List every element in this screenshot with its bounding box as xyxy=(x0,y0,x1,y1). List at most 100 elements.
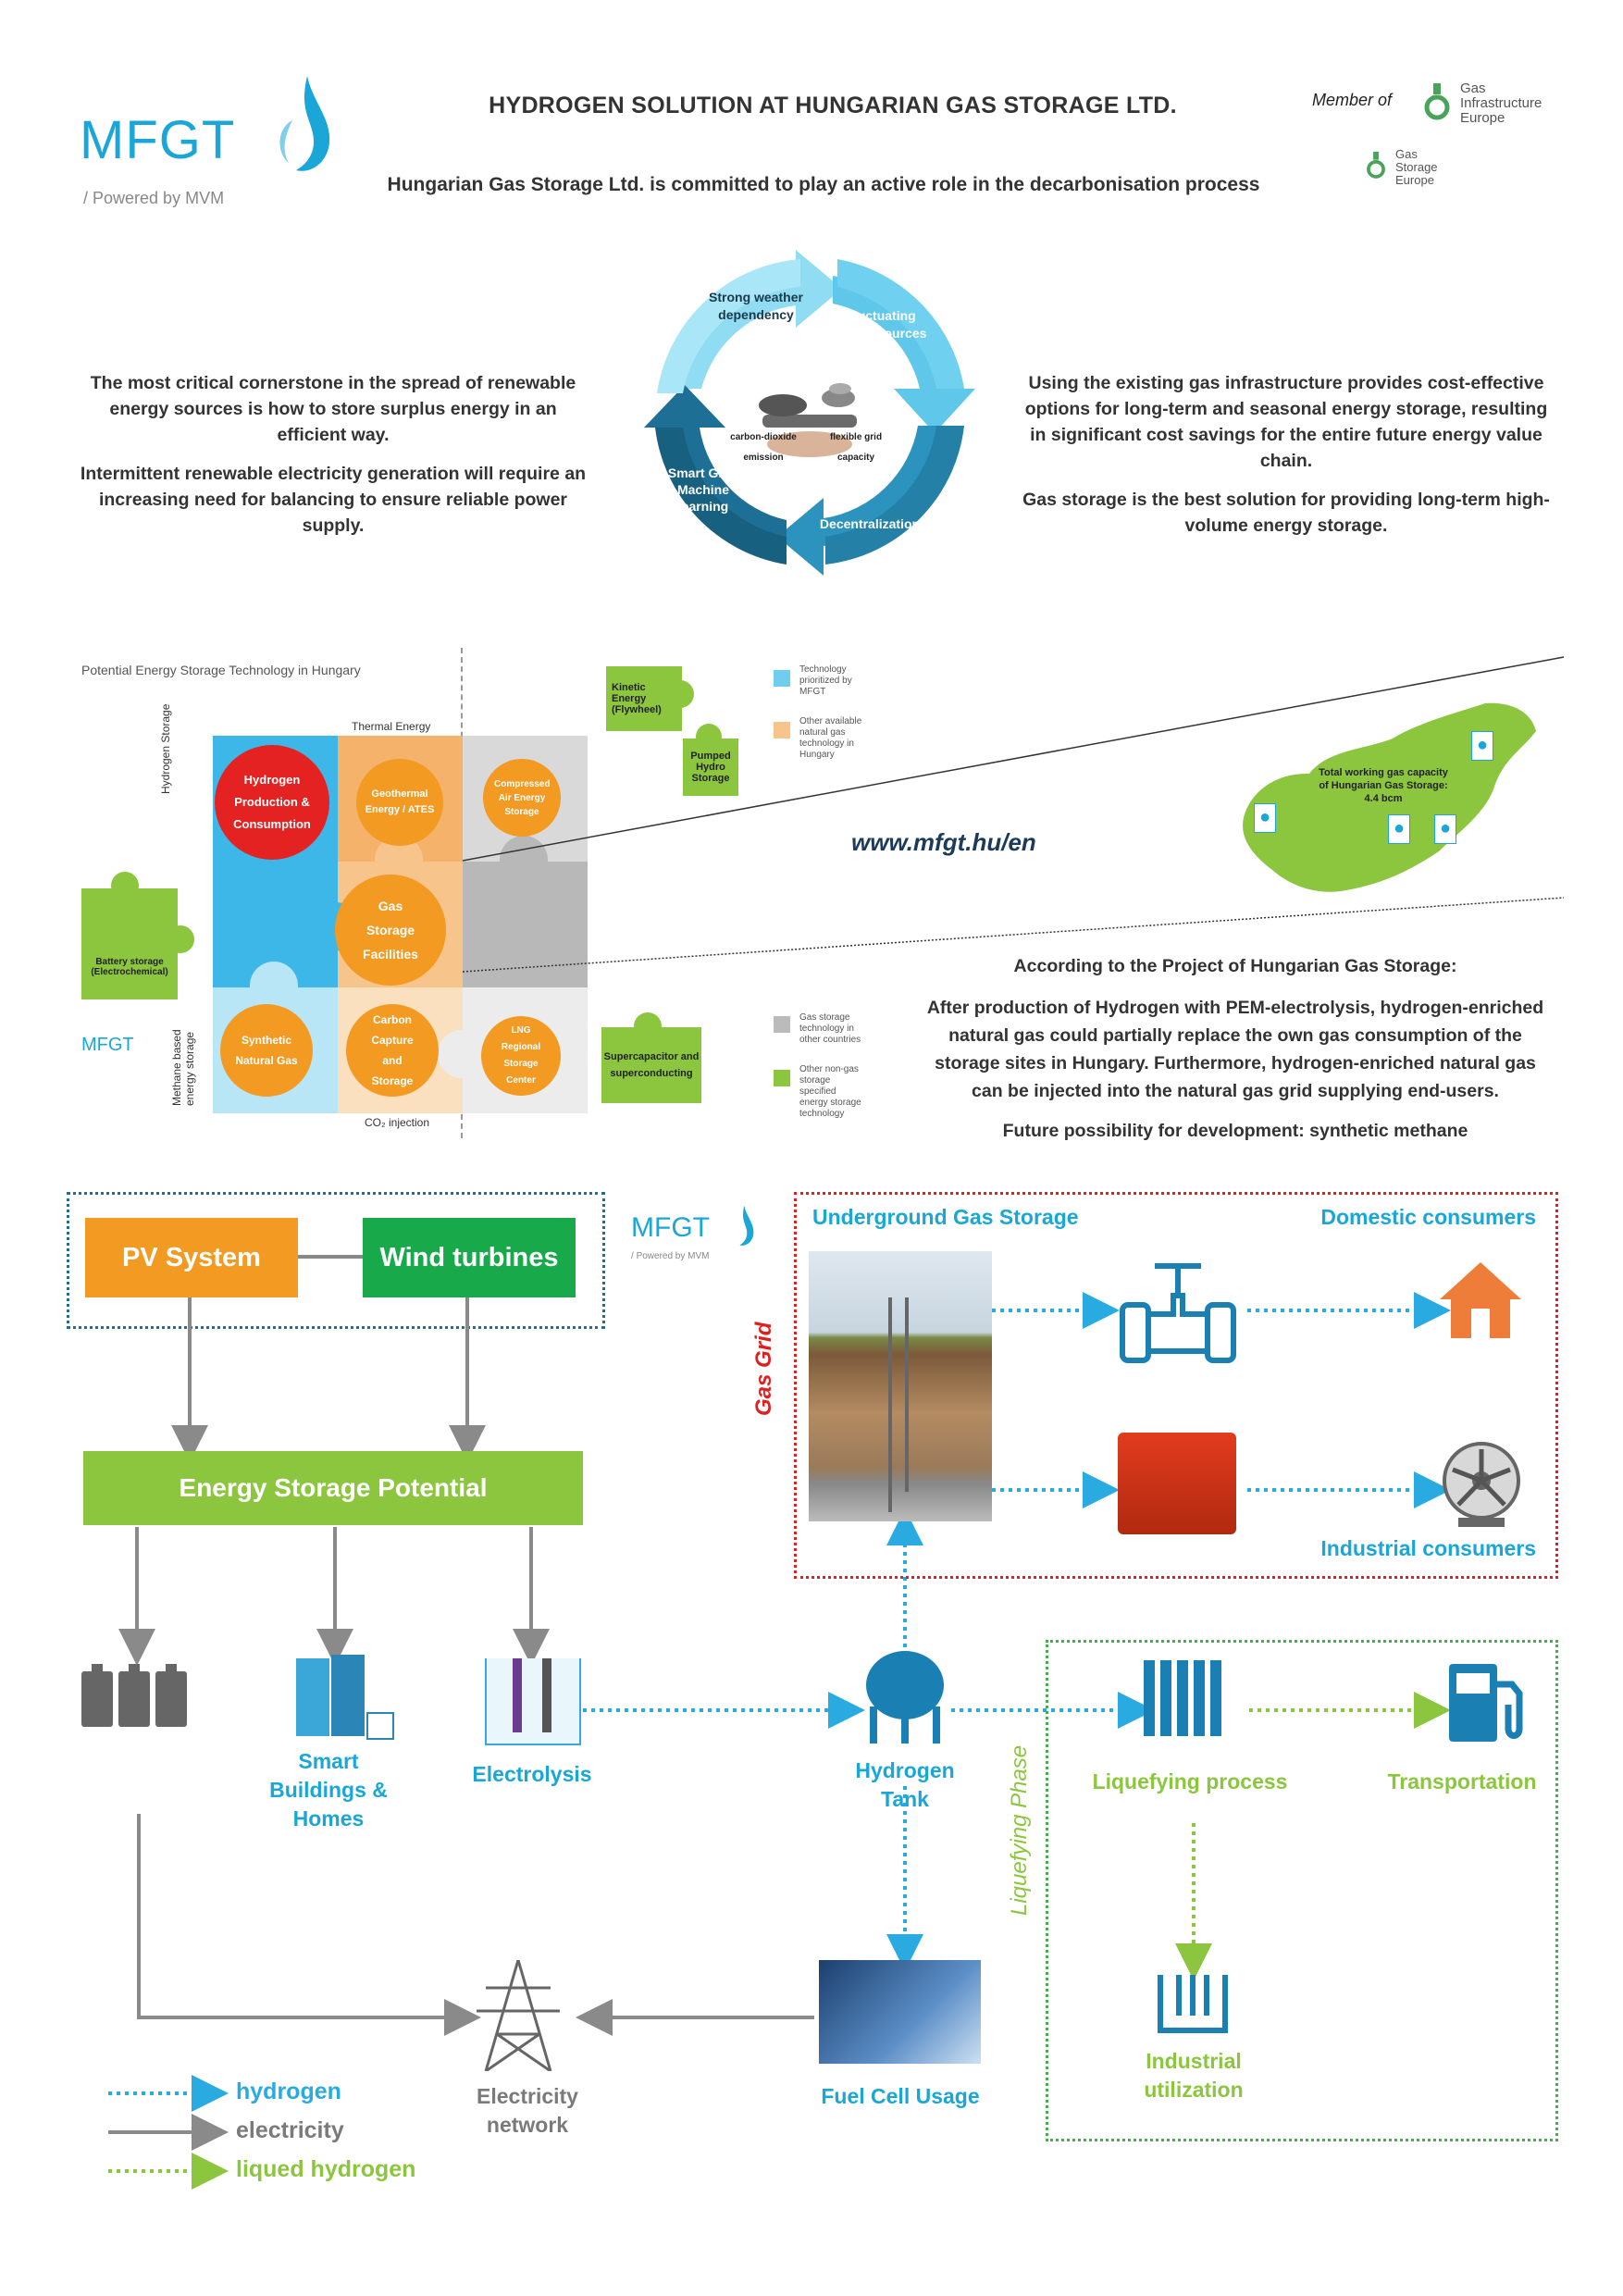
intro-left-p1: The most critical cornerstone in the spr… xyxy=(90,373,576,445)
fuel-cell-label: Fuel Cell Usage xyxy=(821,2084,980,2108)
valve-icon xyxy=(1120,1263,1236,1363)
cycle-segment-smartgrid xyxy=(644,385,787,548)
turbine-icon xyxy=(1443,1442,1520,1527)
gas-grid-label: Gas Grid xyxy=(751,1322,776,1416)
map-drop-icon-1: ● xyxy=(1471,731,1493,761)
gie-icon xyxy=(1424,83,1450,120)
small-drop-icon xyxy=(739,1205,754,1246)
house-icon xyxy=(1440,1262,1521,1338)
domestic-consumers-label: Domestic consumers xyxy=(1320,1205,1536,1229)
industrial-utilization-icon xyxy=(1158,1975,1228,2033)
page-title: HYDROGEN SOLUTION AT HUNGARIAN GAS STORA… xyxy=(489,93,1177,118)
liquefying-box xyxy=(1046,1640,1558,2141)
website-url[interactable]: www.mfgt.hu/en xyxy=(851,828,1036,856)
legend-liquid-label: liqued hydrogen xyxy=(236,2156,416,2182)
circle-ccs: Carbon Capture and Storage xyxy=(346,1004,439,1097)
cycle-label-decentralization: Decentralization xyxy=(819,516,921,531)
puzzle-mfgt-small: MFGT xyxy=(81,1035,134,1055)
ugs-image xyxy=(809,1251,992,1521)
renewables-box xyxy=(67,1192,605,1329)
cycle-label-power: Fluctuating power sources xyxy=(835,308,927,341)
gse-logo: Gas Storage Europe xyxy=(1366,148,1477,199)
piece-supercapacitor: Supercapacitor and superconducting xyxy=(601,1027,701,1103)
intro-left: The most critical cornerstone in the spr… xyxy=(74,370,592,539)
cycle-label-smartgrid: Smart Grid, Machine learning xyxy=(667,465,739,514)
industrial-utilization-label: Industrial utilization xyxy=(1144,2049,1244,2102)
gie-logo: Gas Infrastructure Europe xyxy=(1423,80,1571,135)
gie-line-3: Europe xyxy=(1460,110,1505,126)
intro-right-p1: Using the existing gas infrastructure pr… xyxy=(1024,373,1548,471)
electricity-pylon-icon xyxy=(477,1960,560,2071)
intro-right: Using the existing gas infrastructure pr… xyxy=(1018,370,1555,539)
map-capacity-text: Total working gas capacity of Hungarian … xyxy=(1319,767,1448,804)
gse-line-3: Europe xyxy=(1395,173,1434,187)
gse-icon xyxy=(1367,151,1385,179)
mfgt-logo: MFGT / Powered by MVM xyxy=(74,74,342,222)
electrolysis-label: Electrolysis xyxy=(472,1762,592,1786)
circle-lng: LNG Regional Storage Center xyxy=(481,1016,561,1096)
liquefying-process-label: Liquefying process xyxy=(1092,1769,1288,1793)
co2-injection-label: CO₂ injection xyxy=(365,1116,430,1129)
hungary-map xyxy=(1243,702,1536,892)
project-future: Future possibility for development: synt… xyxy=(1002,1121,1468,1141)
member-of-label: Member of xyxy=(1312,91,1393,109)
engine-image xyxy=(1118,1433,1236,1534)
cycle-arrows xyxy=(644,250,975,576)
thermal-energy-label: Thermal Energy xyxy=(352,720,431,733)
smart-buildings-label: Smart Buildings & Homes xyxy=(269,1749,388,1831)
project-block: According to the Project of Hungarian Ga… xyxy=(921,953,1550,1144)
energy-storage-potential-box: Energy Storage Potential xyxy=(83,1451,583,1525)
project-body: After production of Hydrogen with PEM-el… xyxy=(926,998,1544,1101)
cycle-segment-decentralization xyxy=(777,426,946,576)
circle-geothermal: Geothermal Energy / ATES xyxy=(356,759,443,846)
legend-hydrogen-label: hydrogen xyxy=(236,2079,341,2104)
cycle-segment-power xyxy=(833,276,975,433)
cycle-center-right: flexible grid capacity xyxy=(829,432,883,463)
liquefying-icon xyxy=(1144,1660,1233,1736)
legend-electricity-label: electricity xyxy=(236,2117,344,2143)
intro-right-p2: Gas storage is the best solution for pro… xyxy=(1022,490,1550,536)
zoom-lines xyxy=(462,656,1565,973)
fuel-cell-image xyxy=(819,1960,981,2064)
circle-gas-storage: Gas Storage Facilities xyxy=(335,875,446,986)
water-drop-icon xyxy=(279,76,330,171)
legend-swatch-gray xyxy=(774,1016,790,1033)
mfgt-logo-small: MFGT / Powered by MVM xyxy=(631,1203,770,1268)
ugs-label: Underground Gas Storage xyxy=(812,1205,1079,1229)
gie-line-2: Infrastructure xyxy=(1460,95,1542,111)
map-drop-icon-4: ● xyxy=(1434,814,1456,844)
legend-swatch-orange xyxy=(774,722,790,738)
fuel-pump-icon xyxy=(1449,1664,1523,1742)
logo-wordmark: MFGT xyxy=(80,110,236,170)
electricity-network-label: Electricity network xyxy=(477,2084,578,2137)
hydrogen-tank-label: Hydrogen Tank xyxy=(855,1758,955,1811)
gse-line-1: Gas xyxy=(1395,147,1418,161)
circle-hydrogen-production: Hydrogen Production & Consumption xyxy=(215,745,329,860)
wind-turbines-box: Wind turbines xyxy=(363,1218,576,1297)
cycle-diagram: Strong weather dependency Fluctuating po… xyxy=(620,231,999,620)
map-drop-icon-3: ● xyxy=(1388,814,1410,844)
intro-left-p2: Intermittent renewable electricity gener… xyxy=(80,464,587,536)
gas-grid-box xyxy=(794,1192,1558,1579)
electrolysis-icon xyxy=(485,1658,581,1745)
hydrogen-tank-icon xyxy=(861,1651,949,1744)
puzzle-title: Potential Energy Storage Technology in H… xyxy=(81,663,361,677)
logo-tagline: / Powered by MVM xyxy=(83,189,225,207)
circle-synthetic-gas: Synthetic Natural Gas xyxy=(220,1004,313,1097)
pv-system-box: PV System xyxy=(85,1218,298,1297)
cycle-label-weather: Strong weather dependency xyxy=(709,290,803,322)
map-drop-icon-2: ● xyxy=(1254,803,1276,833)
transportation-label: Transportation xyxy=(1387,1769,1537,1793)
smart-buildings-icon xyxy=(296,1655,398,1740)
industrial-consumers-label: Industrial consumers xyxy=(1320,1536,1536,1560)
page-subtitle: Hungarian Gas Storage Ltd. is committed … xyxy=(387,174,1260,195)
circle-compressed-air: Compressed Air Energy Storage xyxy=(483,759,561,837)
legend-swatch-cyan xyxy=(774,670,790,687)
liquefying-phase-label: Liquefying Phase xyxy=(1007,1744,1032,1916)
legend-swatch-green xyxy=(774,1070,790,1086)
project-heading: According to the Project of Hungarian Ga… xyxy=(1013,956,1457,976)
gse-line-2: Storage xyxy=(1395,160,1438,174)
piece-battery: Battery storage (Electrochemical) xyxy=(81,888,178,999)
cycle-center-left: carbon-dioxide emission xyxy=(730,432,797,463)
